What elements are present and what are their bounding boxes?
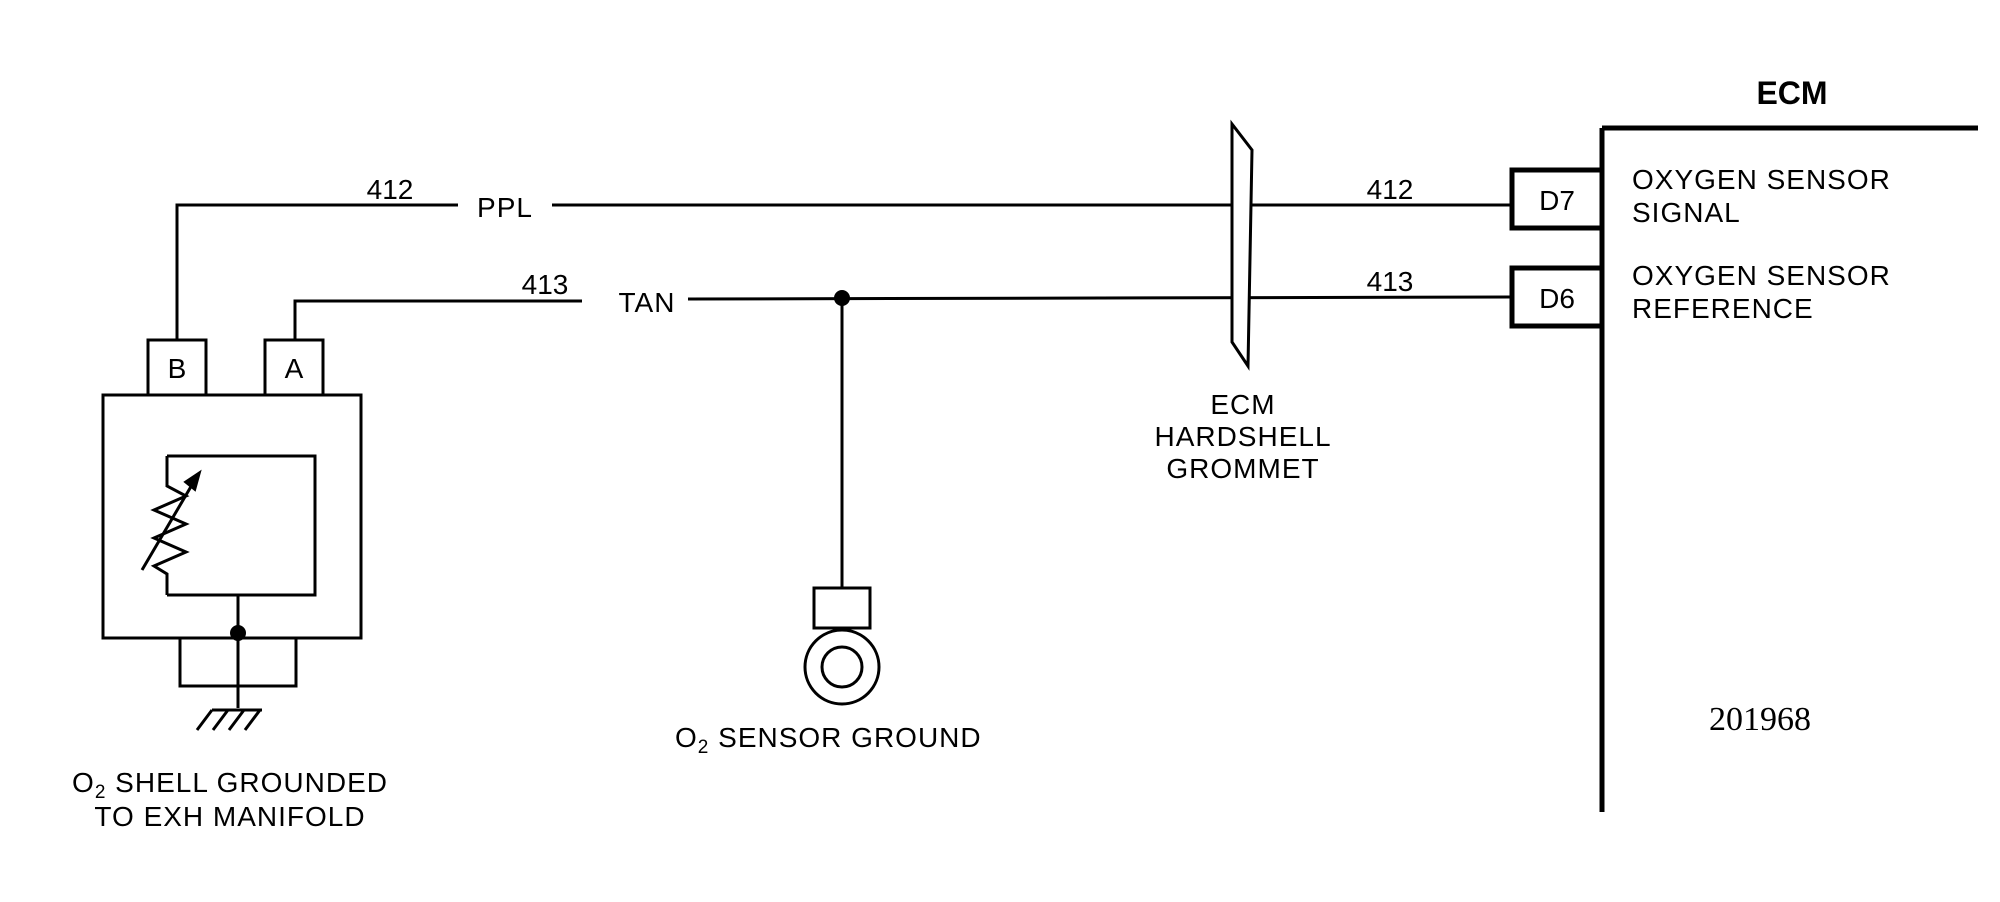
- sensor-ground-dot: [230, 625, 246, 641]
- sensor-terminal-b-label: B: [168, 353, 187, 384]
- sensor-body: [101, 393, 363, 640]
- ecm-reference-label-2: REFERENCE: [1632, 293, 1814, 324]
- resistor-arrow-head: [183, 469, 202, 492]
- wire-412-circuit-left: 412: [367, 174, 414, 205]
- resistor-arrow-shaft: [140, 477, 198, 571]
- ecm-signal-label-1: OXYGEN SENSOR: [1632, 164, 1891, 195]
- figure-number: 201968: [1709, 701, 1811, 738]
- wire-412-color: PPL: [477, 192, 533, 223]
- chassis-ground-icon: [195, 708, 262, 731]
- wire-413-circuit-left: 413: [522, 269, 569, 300]
- ground-eyelet-outer-ring: [803, 628, 881, 706]
- wire-412-circuit-right: 412: [1367, 174, 1414, 205]
- ecm-reference-label-1: OXYGEN SENSOR: [1632, 260, 1891, 291]
- wire-413-tan: 413 TAN 413: [293, 266, 1513, 340]
- grommet-label-1: ECM: [1210, 389, 1275, 420]
- sensor-label-1: O2 SHELL GROUNDED: [72, 767, 388, 803]
- grommet-label-3: GROMMET: [1166, 453, 1319, 484]
- sensor-internal-circuit: [167, 454, 317, 597]
- ecm-title: ECM: [1756, 75, 1827, 111]
- wire-412-ppl: 412 PPL 412: [175, 174, 1512, 340]
- sensor-terminal-a-label: A: [285, 353, 304, 384]
- wire-413-right-segment: [687, 295, 1513, 301]
- ground-eyelet-tab: [812, 586, 872, 630]
- o2-sensor-ground: O2 SENSOR GROUND: [675, 290, 982, 758]
- ground-label: O2 SENSOR GROUND: [675, 722, 982, 758]
- sensor-shell: [178, 638, 298, 688]
- wire-412-left-segment: [175, 203, 458, 340]
- ecm-pin-d7-box: [1509, 167, 1605, 231]
- ecm-pin-d7-label: D7: [1539, 185, 1575, 216]
- wire-413-left-segment: [293, 299, 582, 340]
- wire-413-circuit-right: 413: [1367, 266, 1414, 297]
- wire-413-color: TAN: [619, 287, 676, 318]
- oxygen-sensor: B A O2 SHELL GROUNDED TO EXH MANIFOLD: [72, 338, 388, 832]
- ground-eyelet-inner-ring: [820, 645, 864, 689]
- grommet-label-2: HARDSHELL: [1154, 421, 1331, 452]
- grommet-shape: [1230, 119, 1254, 371]
- ecm-block: ECM D7 D6 OXYGEN SENSOR SIGNAL OXYGEN SE…: [1509, 75, 1978, 812]
- ecm-pin-d6-label: D6: [1539, 283, 1575, 314]
- sensor-label-2: TO EXH MANIFOLD: [94, 801, 365, 832]
- ecm-signal-label-2: SIGNAL: [1632, 197, 1741, 228]
- ecm-hardshell-grommet: ECM HARDSHELL GROMMET: [1154, 119, 1331, 484]
- variable-resistor-icon: [150, 456, 190, 595]
